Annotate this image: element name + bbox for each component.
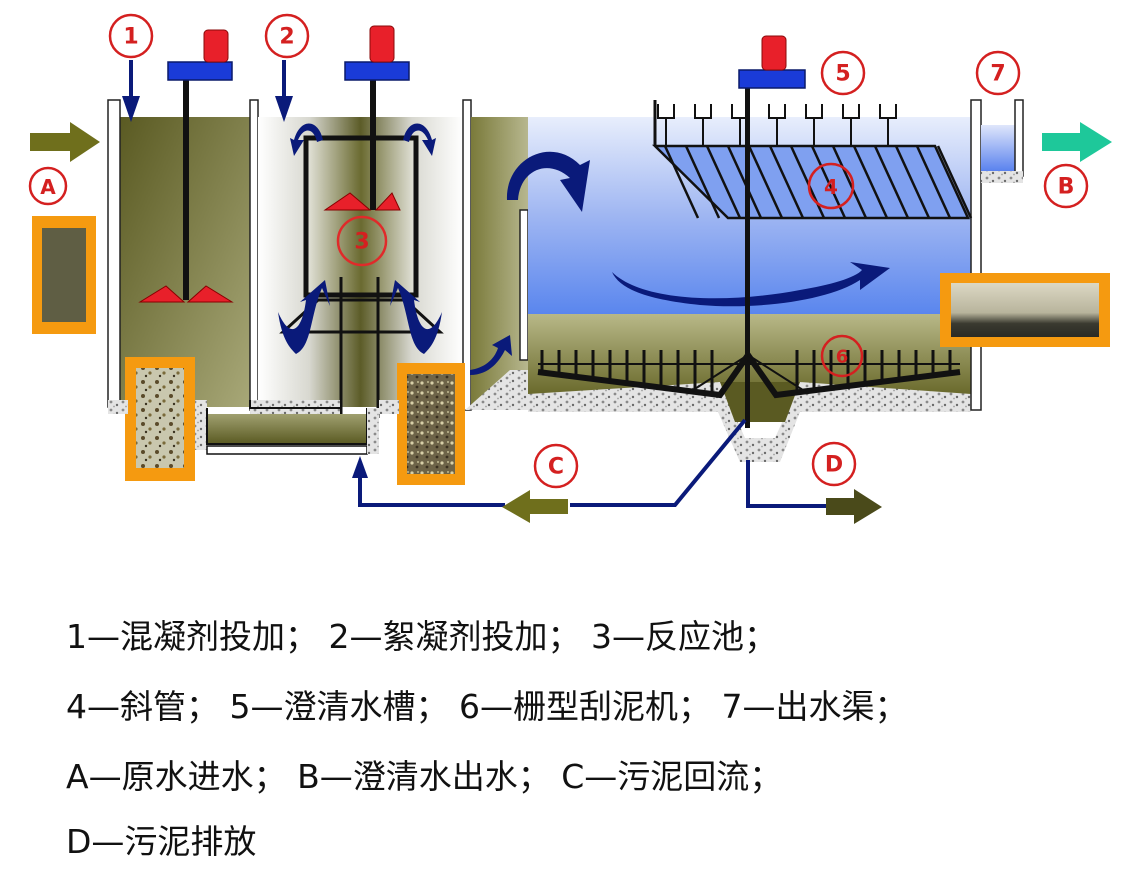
motor-base-2 [344,61,410,81]
clarifier-process-diagram: A 1 [28,13,1112,524]
marker-6-label: 6 [836,347,849,368]
marker-3: 3 [336,215,388,267]
motor-1 [203,29,229,63]
floc-photo-2 [397,363,465,485]
launder-trough [657,104,675,146]
coagulant-dosing-arrow [122,60,140,122]
marker-3-label: 3 [354,230,369,255]
marker-5-label: 5 [835,62,850,87]
floc-photo-1 [125,357,195,481]
marker-7: 7 [975,50,1021,96]
marker-D: D [811,441,857,487]
launder-trough [879,104,897,146]
legend-line-1: 1—混凝剂投加； 2—絮凝剂投加； 3—反应池； [66,617,777,656]
sludge-return-arrow [502,490,568,523]
marker-4-label: 4 [824,175,838,199]
motor-3 [761,35,787,71]
impeller-blade-right [186,285,234,303]
marker-B-label: B [1058,175,1075,200]
inclined-tube [705,145,742,219]
bottom-connecting-duct [108,400,399,455]
inclined-tube [894,145,931,219]
legend-line-2: 4—斜管； 5—澄清水槽； 6—栅型刮泥机； 7—出水渠； [66,687,908,726]
sludge-recirculation-line [352,418,747,523]
transfer-baffle [465,209,529,410]
motor-base-1 [167,61,233,81]
marker-7-label: 7 [990,62,1005,87]
marker-1-label: 1 [123,25,138,50]
clarified-water-outlet-arrow [1042,122,1112,162]
marker-2: 2 [264,13,310,59]
scraper-drive [738,35,806,428]
mixer-2 [323,25,410,211]
marker-A-label: A [40,175,56,199]
marker-4: 4 [807,162,855,210]
reaction-tank [249,99,529,418]
inclined-tube [726,145,763,219]
inclined-tube [831,145,868,219]
marker-A: A [28,166,68,206]
inclined-tube [768,145,805,219]
reaction-flow-arrows [278,123,442,354]
grid-sludge-scraper [537,349,961,399]
raw-water-photo [32,216,96,334]
inclined-tube [663,145,700,219]
transfer-flow-arrow [470,335,512,375]
motor-2 [369,25,395,63]
inclined-tube [747,145,784,219]
outlet-channel [981,99,1024,183]
raw-water-inlet-arrow [30,122,100,162]
motor-base-3 [738,69,806,89]
mixer-1 [138,29,234,303]
impeller-blade-right-2 [374,192,401,211]
launder-trough [694,104,712,146]
marker-1: 1 [108,13,154,59]
inclined-tube [789,145,826,219]
collection-launders [653,100,897,146]
impeller-blade-left-2 [323,192,372,211]
launder-trough [805,104,823,146]
marker-6: 6 [820,334,864,378]
clarified-water-photo [940,273,1110,347]
inclined-tubes [651,144,973,220]
sludge-discharge-line [746,460,882,524]
marker-5: 5 [820,50,866,96]
marker-D-label: D [825,453,843,478]
marker-B: B [1043,163,1089,209]
launder-trough [768,104,786,146]
inclined-tube [936,145,973,219]
marker-C-label: C [548,455,564,480]
launder-trough [842,104,860,146]
sludge-discharge-arrow [826,489,882,524]
inclined-tube [684,145,721,219]
flocculant-dosing-arrow [275,60,293,122]
impeller-blade-left [138,285,186,303]
legend-line-4: D—污泥排放 [66,822,257,861]
clarifier-inlet-arrow [506,151,590,212]
circulation-flow-arrow [612,262,890,307]
inclined-tube [873,145,910,219]
marker-C: C [533,443,579,489]
marker-2-label: 2 [279,25,294,50]
inclined-tube [915,145,952,219]
inclined-tube [852,145,889,219]
legend-line-3: A—原水进水； B—澄清水出水； C—污泥回流； [66,757,783,796]
